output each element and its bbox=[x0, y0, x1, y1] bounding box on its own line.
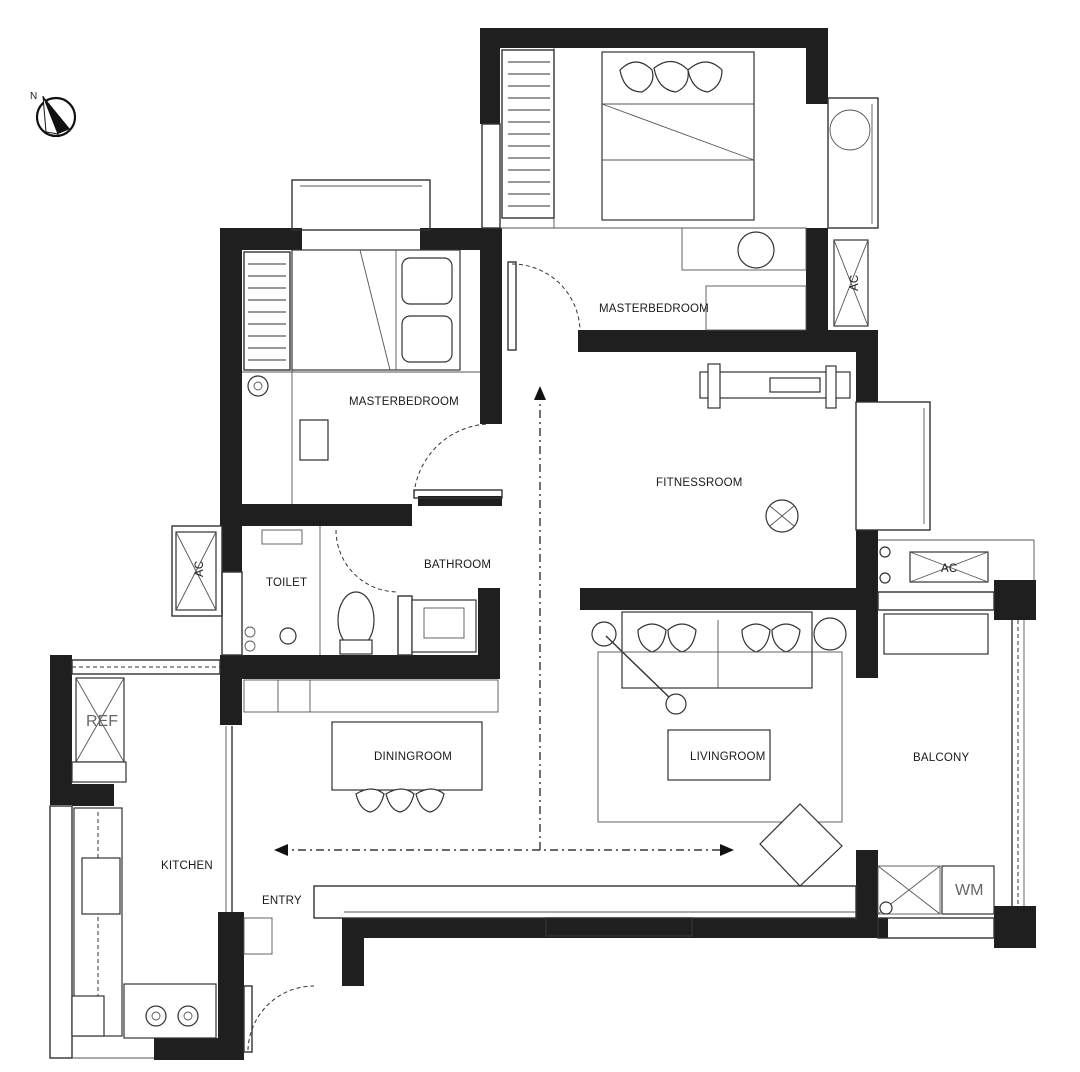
wm-label: WM bbox=[955, 882, 983, 899]
sofa bbox=[591, 611, 847, 823]
bathroom-fixtures bbox=[244, 529, 477, 655]
room-label-fitness-room: FITNESSROOM bbox=[656, 477, 743, 489]
double-bed-left bbox=[247, 249, 461, 461]
room-label-master-bedroom-left: MASTERBEDROOM bbox=[349, 396, 459, 408]
ac-label-top-right: AC bbox=[849, 275, 861, 291]
north-arrow-icon: N bbox=[30, 91, 77, 138]
ac-unit-balcony: AC bbox=[879, 546, 989, 584]
ref-label: REF bbox=[86, 713, 118, 730]
wardrobes bbox=[243, 49, 555, 371]
balcony-planter bbox=[883, 613, 989, 655]
washing-machine: WM bbox=[877, 865, 995, 915]
doors bbox=[243, 261, 581, 1053]
room-label-living-room: LIVINGROOM bbox=[690, 751, 765, 763]
floor-cushion bbox=[759, 803, 843, 887]
ac-label-left: AC bbox=[194, 561, 206, 577]
refrigerator: REF bbox=[71, 677, 127, 783]
ac-unit-top-right: AC bbox=[829, 109, 871, 327]
weight-bench bbox=[699, 363, 851, 533]
ac-label-balcony: AC bbox=[941, 563, 957, 575]
room-label-dining-room: DININGROOM bbox=[374, 751, 452, 763]
room-label-kitchen: KITCHEN bbox=[161, 860, 213, 872]
room-label-bathroom: BATHROOM bbox=[424, 559, 491, 571]
room-label-entry: ENTRY bbox=[262, 895, 302, 907]
walls bbox=[50, 28, 1036, 1060]
room-label-master-bedroom-top: MASTERBEDROOM bbox=[599, 303, 709, 315]
dining-table bbox=[243, 679, 499, 813]
coffee-table bbox=[667, 729, 771, 781]
circulation-arrows bbox=[274, 386, 734, 856]
room-label-toilet: TOILET bbox=[266, 577, 307, 589]
kitchen-fixtures bbox=[71, 807, 217, 1039]
ac-unit-left: AC bbox=[175, 531, 217, 611]
double-bed-top bbox=[601, 51, 775, 269]
room-label-balcony: BALCONY bbox=[913, 752, 969, 764]
north-label: N bbox=[30, 91, 37, 102]
